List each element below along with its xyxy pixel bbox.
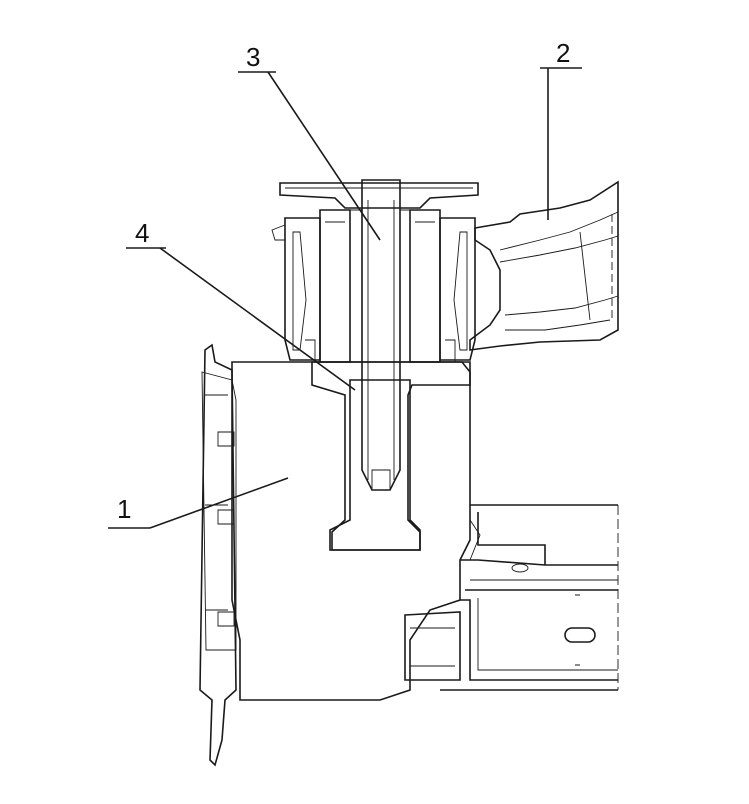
pin-part-4 <box>311 361 471 551</box>
callout-2: 2 <box>540 38 582 220</box>
callout-label-3: 3 <box>246 42 260 72</box>
control-arm-part-2 <box>469 180 619 351</box>
callout-3: 3 <box>238 42 381 241</box>
bushing-assembly <box>271 209 476 363</box>
center-bolt-part-3 <box>361 179 401 491</box>
callout-4: 4 <box>126 218 356 391</box>
callout-label-4: 4 <box>135 218 149 248</box>
callout-label-1: 1 <box>117 494 131 524</box>
left-flange <box>199 343 237 767</box>
knuckle-body <box>231 361 471 701</box>
top-washer <box>279 182 479 209</box>
lower-bracket <box>404 504 619 691</box>
callout-1: 1 <box>108 477 289 529</box>
callout-label-2: 2 <box>556 38 570 68</box>
